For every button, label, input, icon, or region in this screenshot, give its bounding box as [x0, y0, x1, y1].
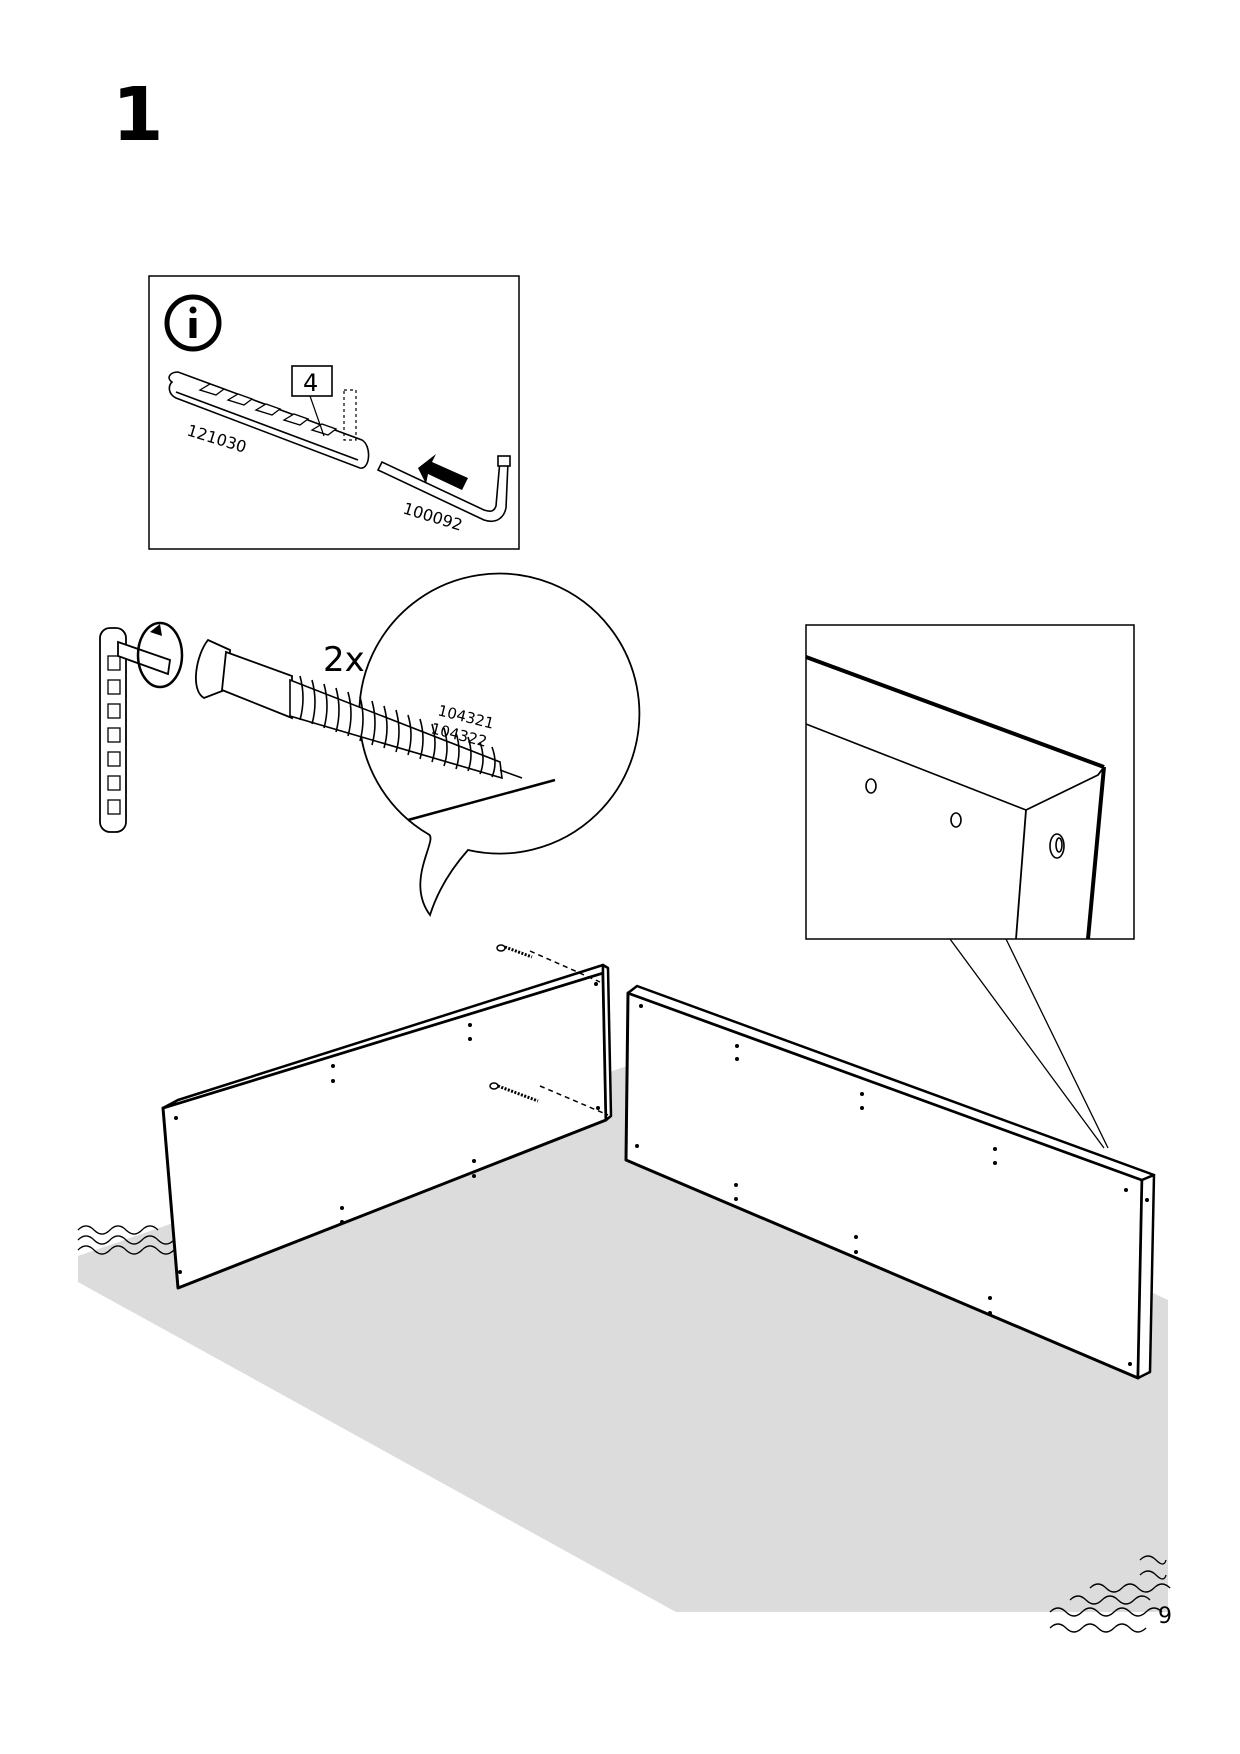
rotate-arrow-icon	[150, 624, 162, 636]
screw-guides	[529, 950, 609, 1116]
step-number: 1	[112, 72, 163, 158]
rug-fringe-left	[77, 1225, 191, 1255]
info-icon	[164, 294, 222, 352]
screwdriver-hint	[99, 621, 184, 833]
dowel-bar-notches	[107, 655, 121, 815]
screw-magnifier: 2x 104321 104322	[195, 572, 641, 917]
quantity-box	[291, 365, 333, 397]
page-number: 9	[1158, 1604, 1172, 1629]
insert-arrow-icon	[418, 454, 468, 490]
screw-quantity: 2x	[323, 640, 365, 680]
dowel-bar	[168, 371, 370, 469]
rug-fringe-right	[1049, 1555, 1171, 1633]
right-panel	[624, 984, 1156, 1380]
right-panel-holes	[635, 1004, 1149, 1366]
detail-zoom-box	[805, 624, 1135, 1149]
screw-small-top	[496, 944, 533, 959]
screw-small-bottom	[489, 1082, 539, 1103]
screw-thread	[289, 675, 503, 780]
left-panel	[161, 963, 613, 1290]
left-panel-holes	[174, 982, 600, 1274]
detail-holes	[865, 778, 1065, 859]
allen-key	[376, 455, 511, 523]
panel-corner-detail	[805, 655, 1106, 940]
info-box: 4 121030 100092	[148, 275, 520, 550]
quantity-label: 4	[303, 369, 318, 397]
